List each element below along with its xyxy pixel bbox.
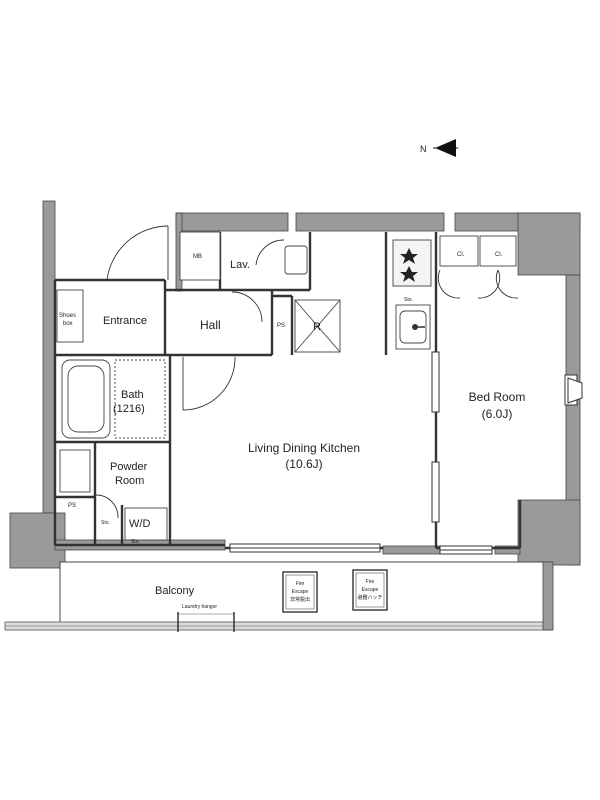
bath-label: Bath: [121, 389, 144, 401]
balcony-label: Balcony: [155, 585, 195, 597]
mb-label: MB: [193, 254, 202, 260]
faucet-icon: [412, 324, 425, 330]
north-compass-icon: N: [420, 139, 458, 157]
fire-escape-hatch-2: Fire Escape 避難ハッチ: [352, 569, 388, 611]
powder-storage-label-2: Sto.: [131, 539, 140, 545]
escape-1-line1: Fire: [296, 581, 305, 587]
powder-room-label-2: Room: [115, 475, 144, 487]
fixtures: [56, 231, 517, 541]
ldk-label: Living Dining Kitchen: [248, 441, 360, 455]
lav-label: Lav.: [230, 259, 250, 271]
kitchen-storage-label: Sto.: [404, 297, 413, 303]
hall-label: Hall: [200, 318, 221, 332]
powder-room-label-1: Powder: [110, 461, 148, 473]
compass-label: N: [420, 144, 427, 154]
interior-walls: [53, 232, 522, 550]
bed-room-size-label: (6.0J): [482, 407, 513, 421]
ps-powder-label: PS: [68, 503, 76, 509]
escape-1-line3: 非常脱出: [290, 596, 310, 603]
windows: [229, 351, 583, 555]
bed-room-label: Bed Room: [469, 390, 526, 404]
fire-escape-hatch-1: Fire Escape 非常脱出: [282, 571, 318, 613]
stove-burner-icon: [400, 248, 418, 282]
escape-2-line1: Fire: [366, 579, 375, 585]
escape-2-line3: 避難ハッチ: [357, 594, 382, 601]
laundry-hanger-label: Laundry hanger: [182, 604, 217, 610]
closet-2-label: Cl.: [495, 252, 503, 258]
escape-2-line2: Escape: [362, 587, 379, 593]
escape-1-line2: Escape: [292, 589, 309, 595]
bath-size-label: (1216): [113, 403, 145, 415]
ps-hall-label: PS: [277, 323, 285, 329]
refrigerator-label: R: [313, 321, 321, 333]
doors: [95, 225, 519, 519]
shoe-box-label-2: box: [63, 321, 73, 327]
balcony-area: [4, 561, 554, 632]
closet-1-label: Cl.: [457, 252, 465, 258]
ldk-size-label: (10.6J): [285, 457, 322, 471]
outer-walls: [9, 200, 581, 569]
powder-storage-label-1: Sto.: [101, 520, 110, 526]
wd-label: W/D: [129, 518, 150, 530]
shoe-box-label-1: Shoes: [59, 313, 76, 319]
entrance-label: Entrance: [103, 315, 147, 327]
